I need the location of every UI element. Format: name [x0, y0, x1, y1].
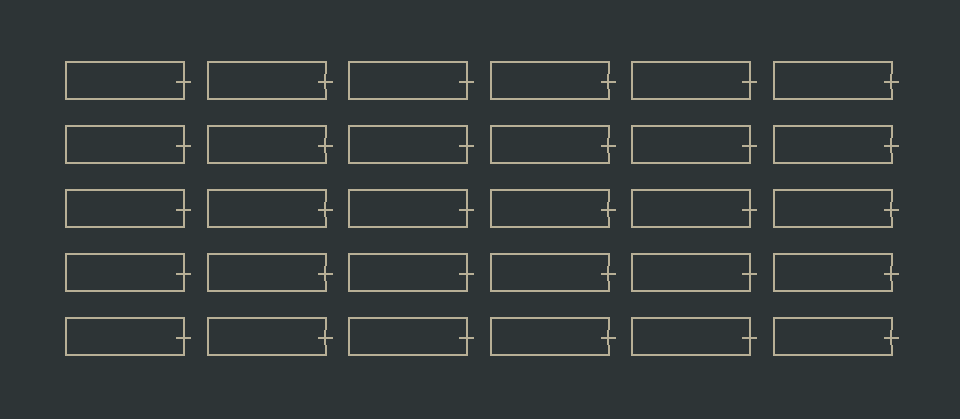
slot-outline: [631, 61, 751, 100]
slot-outline: [65, 189, 185, 228]
empty-slot[interactable]: [631, 317, 757, 357]
slot-outline: [772, 317, 893, 356]
plus-icon[interactable]: [600, 266, 616, 281]
slot-outline: [772, 61, 893, 100]
empty-slot[interactable]: [348, 253, 474, 293]
slot-grid: [65, 61, 899, 357]
plus-icon[interactable]: [742, 138, 757, 153]
slot-outline: [489, 125, 610, 164]
empty-slot[interactable]: [348, 189, 474, 229]
plus-icon[interactable]: [883, 138, 899, 153]
plus-icon[interactable]: [176, 202, 191, 217]
plus-icon[interactable]: [176, 266, 191, 281]
slot-outline: [772, 189, 893, 228]
plus-icon[interactable]: [176, 330, 191, 345]
slot-outline: [206, 61, 327, 100]
empty-slot[interactable]: [489, 125, 616, 165]
slot-outline: [206, 189, 327, 228]
plus-icon[interactable]: [317, 330, 333, 345]
plus-icon[interactable]: [883, 202, 899, 217]
empty-slot[interactable]: [65, 253, 191, 293]
slot-outline: [631, 189, 751, 228]
slot-outline: [631, 253, 751, 292]
empty-slot[interactable]: [489, 253, 616, 293]
slot-outline: [65, 125, 185, 164]
plus-icon[interactable]: [459, 74, 474, 89]
slot-outline: [65, 253, 185, 292]
plus-icon[interactable]: [742, 74, 757, 89]
slot-outline: [489, 189, 610, 228]
slot-outline: [772, 253, 893, 292]
slot-outline: [65, 61, 185, 100]
slot-outline: [206, 317, 327, 356]
empty-slot[interactable]: [772, 253, 899, 293]
empty-slot[interactable]: [489, 317, 616, 357]
empty-slot[interactable]: [206, 61, 333, 101]
empty-slot[interactable]: [206, 317, 333, 357]
empty-slot[interactable]: [206, 189, 333, 229]
plus-icon[interactable]: [883, 330, 899, 345]
empty-slot[interactable]: [206, 125, 333, 165]
empty-slot[interactable]: [631, 125, 757, 165]
empty-slot[interactable]: [772, 61, 899, 101]
empty-slot[interactable]: [772, 317, 899, 357]
plus-icon[interactable]: [600, 202, 616, 217]
plus-icon[interactable]: [883, 74, 899, 89]
empty-slot[interactable]: [65, 61, 191, 101]
empty-slot[interactable]: [348, 317, 474, 357]
plus-icon[interactable]: [459, 330, 474, 345]
plus-icon[interactable]: [317, 138, 333, 153]
slot-outline: [348, 189, 468, 228]
plus-icon[interactable]: [600, 74, 616, 89]
plus-icon[interactable]: [317, 74, 333, 89]
slot-outline: [348, 317, 468, 356]
empty-slot[interactable]: [65, 317, 191, 357]
slot-outline: [206, 125, 327, 164]
slot-outline: [631, 317, 751, 356]
empty-slot[interactable]: [348, 61, 474, 101]
empty-slot[interactable]: [631, 61, 757, 101]
slot-outline: [348, 253, 468, 292]
empty-slot[interactable]: [772, 189, 899, 229]
plus-icon[interactable]: [600, 138, 616, 153]
plus-icon[interactable]: [742, 202, 757, 217]
slot-outline: [772, 125, 893, 164]
slot-outline: [206, 253, 327, 292]
empty-slot[interactable]: [631, 253, 757, 293]
plus-icon[interactable]: [459, 266, 474, 281]
empty-slot[interactable]: [489, 189, 616, 229]
slot-outline: [489, 253, 610, 292]
empty-slot[interactable]: [772, 125, 899, 165]
slot-outline: [489, 61, 610, 100]
slot-outline: [489, 317, 610, 356]
plus-icon[interactable]: [600, 330, 616, 345]
slot-outline: [631, 125, 751, 164]
empty-slot[interactable]: [65, 125, 191, 165]
slot-outline: [348, 125, 468, 164]
plus-icon[interactable]: [176, 74, 191, 89]
plus-icon[interactable]: [742, 330, 757, 345]
plus-icon[interactable]: [742, 266, 757, 281]
empty-slot[interactable]: [206, 253, 333, 293]
plus-icon[interactable]: [459, 202, 474, 217]
empty-slot[interactable]: [348, 125, 474, 165]
plus-icon[interactable]: [459, 138, 474, 153]
slot-outline: [65, 317, 185, 356]
plus-icon[interactable]: [317, 266, 333, 281]
empty-slot[interactable]: [65, 189, 191, 229]
plus-icon[interactable]: [883, 266, 899, 281]
empty-slot[interactable]: [489, 61, 616, 101]
plus-icon[interactable]: [176, 138, 191, 153]
plus-icon[interactable]: [317, 202, 333, 217]
empty-slot[interactable]: [631, 189, 757, 229]
slot-outline: [348, 61, 468, 100]
